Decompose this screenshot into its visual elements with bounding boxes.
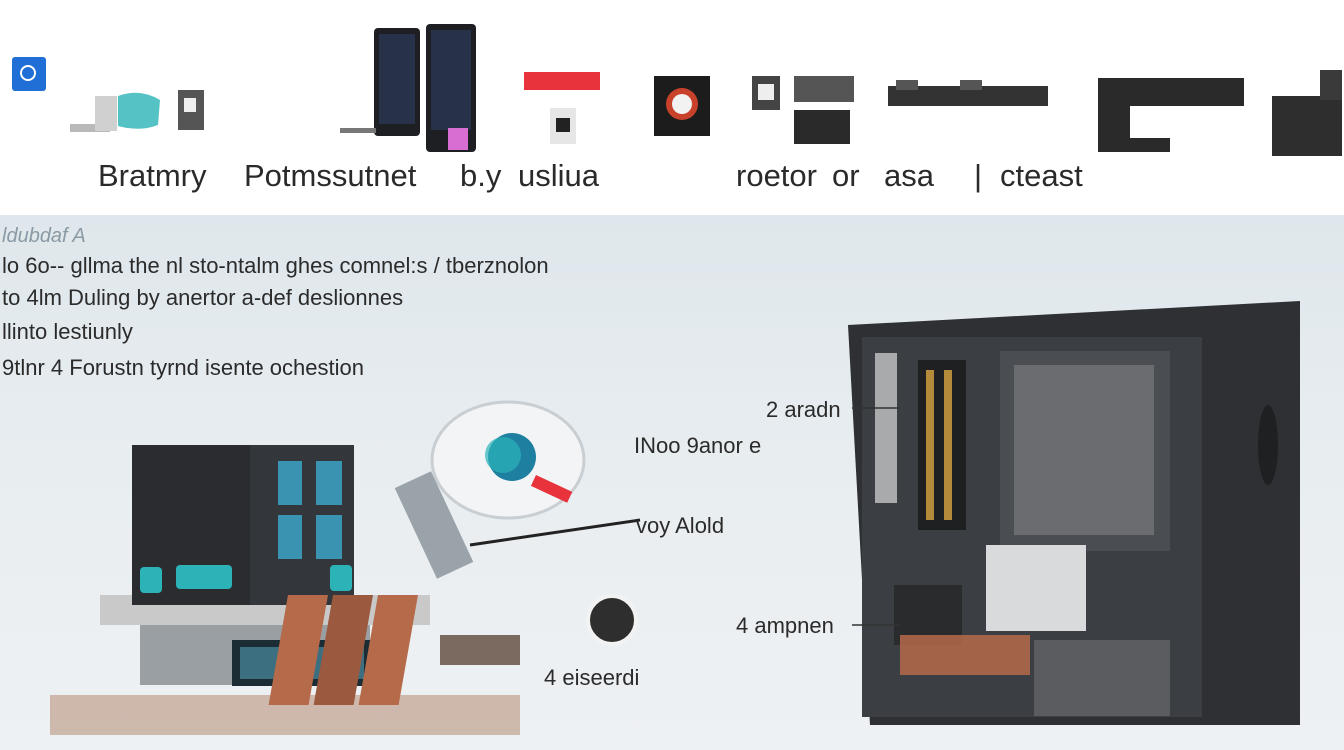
title-word: asa xyxy=(884,158,934,193)
copper-fins xyxy=(268,595,418,705)
blue-square-icon-dot xyxy=(20,65,36,81)
callout-label: 2 aradn xyxy=(766,397,841,422)
note-line: lo 6o-- gllma the nl sto-ntalm ghes comn… xyxy=(2,253,549,278)
title-word: Bratmry xyxy=(98,158,207,193)
title-word: or xyxy=(832,158,860,193)
round-port-icon xyxy=(654,76,710,136)
red-bar-icon xyxy=(524,72,600,144)
blue-square-icon xyxy=(12,57,46,91)
connector-panel-icon xyxy=(752,76,854,144)
callout-label: 4 ampnen xyxy=(736,613,834,638)
cable-sensor-icon xyxy=(70,90,204,132)
callout-label: voy Alold xyxy=(636,513,725,538)
title-word: | xyxy=(974,158,983,193)
title-word: b.y xyxy=(460,158,502,193)
psu-box-icon xyxy=(1272,70,1342,156)
note-line: to 4lm Duling by anertor a-def deslionne… xyxy=(2,285,404,310)
header-icons xyxy=(12,24,1342,156)
title-word: roetor xyxy=(736,158,817,193)
motherboard-strip-icon xyxy=(888,80,1048,106)
sensor-bowl xyxy=(394,400,641,579)
pc-tower xyxy=(848,301,1300,725)
note-line: llinto lestiunly xyxy=(2,319,133,344)
bracket-icon xyxy=(1098,78,1244,152)
callout-label: INoo 9anor e xyxy=(634,433,762,458)
diagram-panel: ldubdaf A lo 6o-- gllma the nl sto-ntalm… xyxy=(0,215,1344,750)
header-strip: Bratmry Potmssutnet b.y usliua roetor or… xyxy=(0,0,1344,215)
title-word: Potmssutnet xyxy=(244,158,417,193)
callout-label: 4 eiseerdi xyxy=(544,665,640,690)
diagram-illustration xyxy=(50,301,1300,735)
left-server-machine xyxy=(50,445,520,735)
note-line: 9tlnr 4 Forustn tyrnd isente ochestion xyxy=(2,355,364,380)
knob-icon xyxy=(586,594,638,646)
title-word: usliua xyxy=(518,158,599,193)
title-word: cteast xyxy=(1000,158,1083,193)
note-line: ldubdaf A xyxy=(2,225,86,247)
phone-tower-icon xyxy=(340,24,476,152)
